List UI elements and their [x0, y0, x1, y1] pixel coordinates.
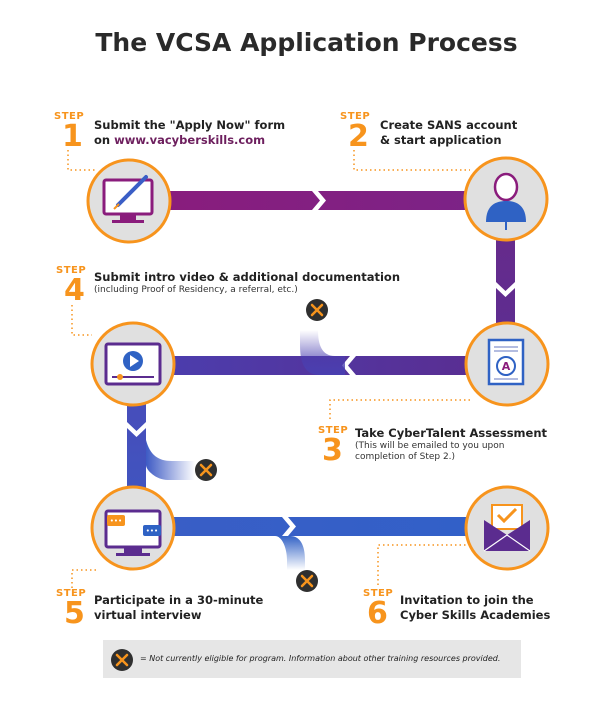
legend: [103, 640, 521, 678]
step3-line1: Take CyberTalent Assessment: [355, 426, 548, 440]
branch-fail-interview: [275, 536, 305, 570]
step2-label: STEP 2: [340, 111, 370, 152]
svg-text:•••: •••: [110, 517, 122, 525]
svg-text:•••: •••: [146, 527, 158, 535]
path-step5-to-step6: [130, 517, 510, 536]
step5-line2: virtual interview: [94, 608, 202, 622]
step1-line2: on www.vacyberskills.com: [94, 133, 314, 148]
step5-text: Participate in a 30-minute virtual inter…: [94, 593, 314, 623]
step5-line1: Participate in a 30-minute: [94, 593, 264, 607]
step-word: STEP: [56, 265, 87, 276]
page-title: The VCSA Application Process: [95, 28, 518, 57]
branch-fail-assessment: [300, 330, 345, 375]
step6-line2: Cyber Skills Academies: [400, 608, 551, 622]
step-number: 4: [64, 273, 85, 308]
step1-label: STEP 1: [54, 111, 84, 152]
step-word: STEP: [340, 111, 371, 122]
chevron-down-icon: [127, 422, 146, 437]
x-circle-icon: [306, 299, 328, 321]
chevron-right-icon: [312, 191, 326, 210]
interview-chat-icon: ••• •••: [104, 509, 162, 556]
chevron-right-icon: [282, 517, 296, 536]
step-number: 5: [64, 596, 85, 631]
step5-label: STEP 5: [56, 588, 86, 629]
video-player-icon: [104, 342, 162, 386]
step-number: 2: [348, 119, 369, 154]
step2-line2: & start application: [380, 133, 502, 147]
x-circle-icon: [296, 570, 318, 592]
step6-label: STEP 6: [363, 588, 393, 629]
branch-fail-documentation: [146, 440, 195, 480]
step1-line1: Submit the "Apply Now" form: [94, 118, 286, 132]
step-number: 6: [367, 596, 388, 631]
step-word: STEP: [54, 111, 85, 122]
step-word: STEP: [318, 425, 349, 436]
x-circle-icon: [111, 649, 133, 671]
step3-note2: completion of Step 2.): [355, 452, 456, 462]
step-number: 1: [62, 119, 83, 154]
step-word: STEP: [363, 588, 394, 599]
svg-text:A: A: [502, 360, 511, 373]
step4-text: Submit intro video & additional document…: [94, 270, 434, 296]
dotted-connectors: [67, 150, 470, 590]
assessment-document-icon: A: [487, 338, 525, 386]
legend-text: = Not currently eligible for program. In…: [140, 654, 501, 663]
step-word: STEP: [56, 588, 87, 599]
invitation-envelope-icon: [483, 504, 531, 552]
step4-label: STEP 4: [56, 265, 86, 306]
step1-line2-prefix: on: [94, 133, 115, 147]
step2-line1: Create SANS account: [380, 118, 518, 132]
step1-text: Submit the "Apply Now" form on www.vacyb…: [94, 118, 314, 148]
x-circle-icon: [195, 459, 217, 481]
step4-line1: Submit intro video & additional document…: [94, 270, 401, 284]
step3-text: Take CyberTalent Assessment (This will b…: [355, 426, 595, 463]
step-number: 3: [322, 433, 343, 468]
website-link[interactable]: www.vacyberskills.com: [114, 133, 266, 147]
chevron-down-icon: [496, 282, 515, 297]
step6-text: Invitation to join the Cyber Skills Acad…: [400, 593, 600, 623]
step3-note1: (This will be emailed to you upon: [355, 441, 505, 451]
monitor-pen-icon: [102, 175, 154, 223]
step6-line1: Invitation to join the: [400, 593, 534, 607]
step2-text: Create SANS account & start application: [380, 118, 580, 148]
user-account-icon: [486, 172, 526, 230]
step3-label: STEP 3: [318, 425, 348, 466]
path-step1-to-step2: [140, 191, 520, 210]
step4-note: (including Proof of Residency, a referra…: [94, 285, 298, 295]
